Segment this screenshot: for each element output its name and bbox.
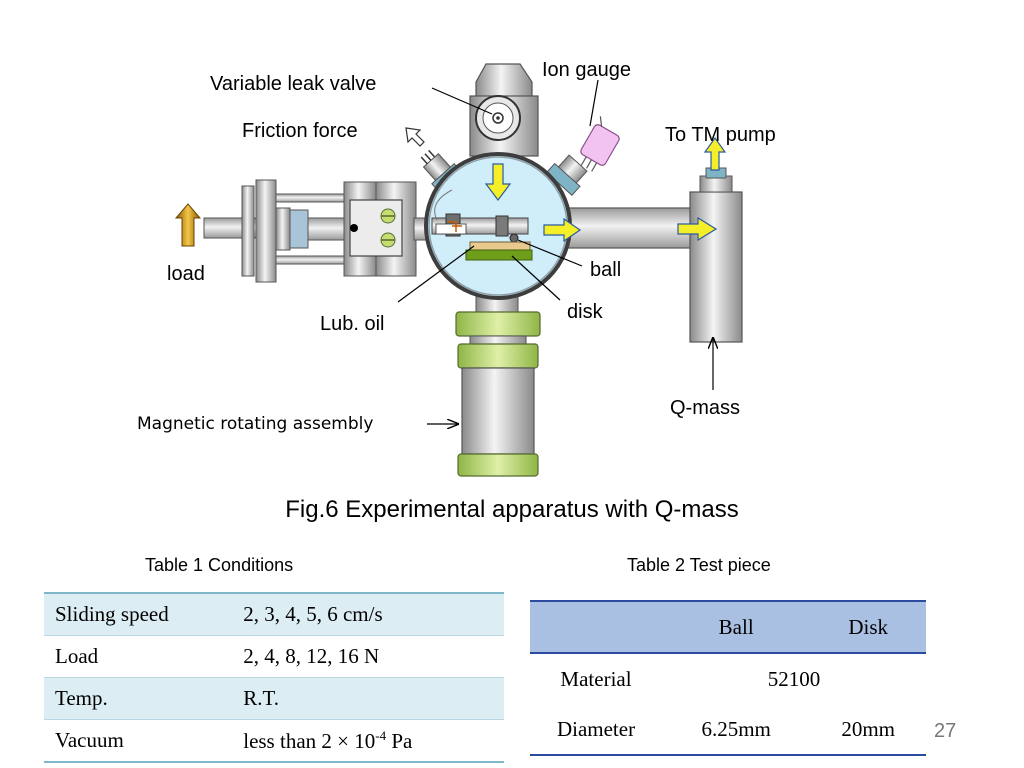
page-number: 27 — [934, 720, 957, 742]
flow-arrow-down — [484, 163, 512, 201]
conditions-table: Sliding speed 2, 3, 4, 5, 6 cm/s Load 2,… — [44, 592, 504, 763]
flow-arrow-right-chamber — [543, 217, 582, 243]
leader-variable-leak-valve — [431, 87, 493, 115]
label-to-tm-pump: To TM pump — [665, 124, 776, 146]
disk — [465, 241, 533, 261]
condition-value: 2, 3, 4, 5, 6 cm/s — [232, 593, 504, 636]
label-load: load — [167, 263, 205, 285]
apparatus-diagram: Variable leak valve Ion gauge Friction f… — [137, 59, 776, 477]
condition-label: Load — [55, 644, 99, 668]
friction-force-arrow — [405, 127, 425, 147]
table-row: Temp. R.T. — [44, 677, 504, 720]
leader-disk — [511, 255, 561, 301]
label-variable-leak-valve: Variable leak valve — [210, 73, 376, 95]
label-lub-oil: Lub. oil — [320, 313, 385, 335]
label-magnetic-rotating-assembly: Magnetic rotating assembly — [137, 414, 373, 434]
leader-lub-oil — [397, 245, 475, 303]
table-row: Load 2, 4, 8, 12, 16 N — [44, 636, 504, 678]
header-cell-disk: Disk — [810, 600, 926, 654]
leader-ball — [517, 239, 583, 267]
condition-label: Temp. — [44, 677, 233, 720]
table-row: Vacuum less than 2 × 10-4 Pa — [44, 720, 504, 763]
label-ion-gauge: Ion gauge — [542, 59, 631, 81]
vacuum-value-exponent: -4 — [375, 727, 387, 743]
label-disk: disk — [567, 301, 604, 323]
condition-value: R.T. — [232, 677, 504, 720]
label-ball: ball — [590, 259, 621, 281]
label-q-mass: Q-mass — [670, 397, 740, 419]
load-arrow — [174, 203, 202, 247]
table-row: Material 52100 — [530, 653, 926, 704]
variable-leak-valve — [469, 63, 539, 157]
condition-value: less than 2 × 10-4 Pa — [232, 720, 504, 763]
table2-caption: Table 2 Test piece — [627, 555, 771, 575]
flow-arrow-right-qmass — [677, 216, 718, 242]
test-piece-table: Ball Disk Material 52100 Diameter 6.25mm… — [530, 600, 926, 756]
material-label: Material — [560, 666, 632, 691]
load-mechanism — [203, 179, 435, 283]
table1-caption: Table 1 Conditions — [145, 555, 294, 575]
vacuum-value-prefix: less than 2 × 10 — [243, 728, 376, 753]
ion-gauge-port — [545, 154, 588, 196]
table-row: Sliding speed 2, 3, 4, 5, 6 cm/s — [44, 593, 504, 636]
q-mass-chamber — [689, 167, 743, 343]
material-value: 52100 — [767, 666, 821, 691]
header-cell-ball: Ball — [662, 600, 811, 654]
diameter-ball: 6.25mm — [662, 704, 811, 756]
ion-gauge — [580, 116, 620, 172]
condition-label: Sliding speed — [44, 593, 233, 636]
ball-holder-shaft — [431, 213, 529, 243]
table-row: Diameter 6.25mm 20mm — [530, 704, 926, 756]
friction-wire — [434, 189, 453, 221]
leader-ion-gauge — [589, 79, 599, 127]
figure-caption: Fig.6 Experimental apparatus with Q-mass — [285, 496, 739, 523]
side-tube — [559, 207, 701, 249]
header-cell-empty — [530, 600, 662, 654]
condition-value: 2, 4, 8, 12, 16 N — [243, 644, 380, 668]
condition-label: Vacuum — [55, 728, 124, 752]
diameter-disk: 20mm — [810, 704, 926, 756]
label-friction-force: Friction force — [242, 120, 358, 142]
vacuum-value-suffix: Pa — [386, 728, 413, 753]
diameter-label: Diameter — [530, 704, 662, 756]
magnetic-rotating-assembly — [455, 311, 541, 477]
table-header-row: Ball Disk — [530, 600, 926, 654]
flow-arrow-up-pump — [703, 136, 727, 171]
